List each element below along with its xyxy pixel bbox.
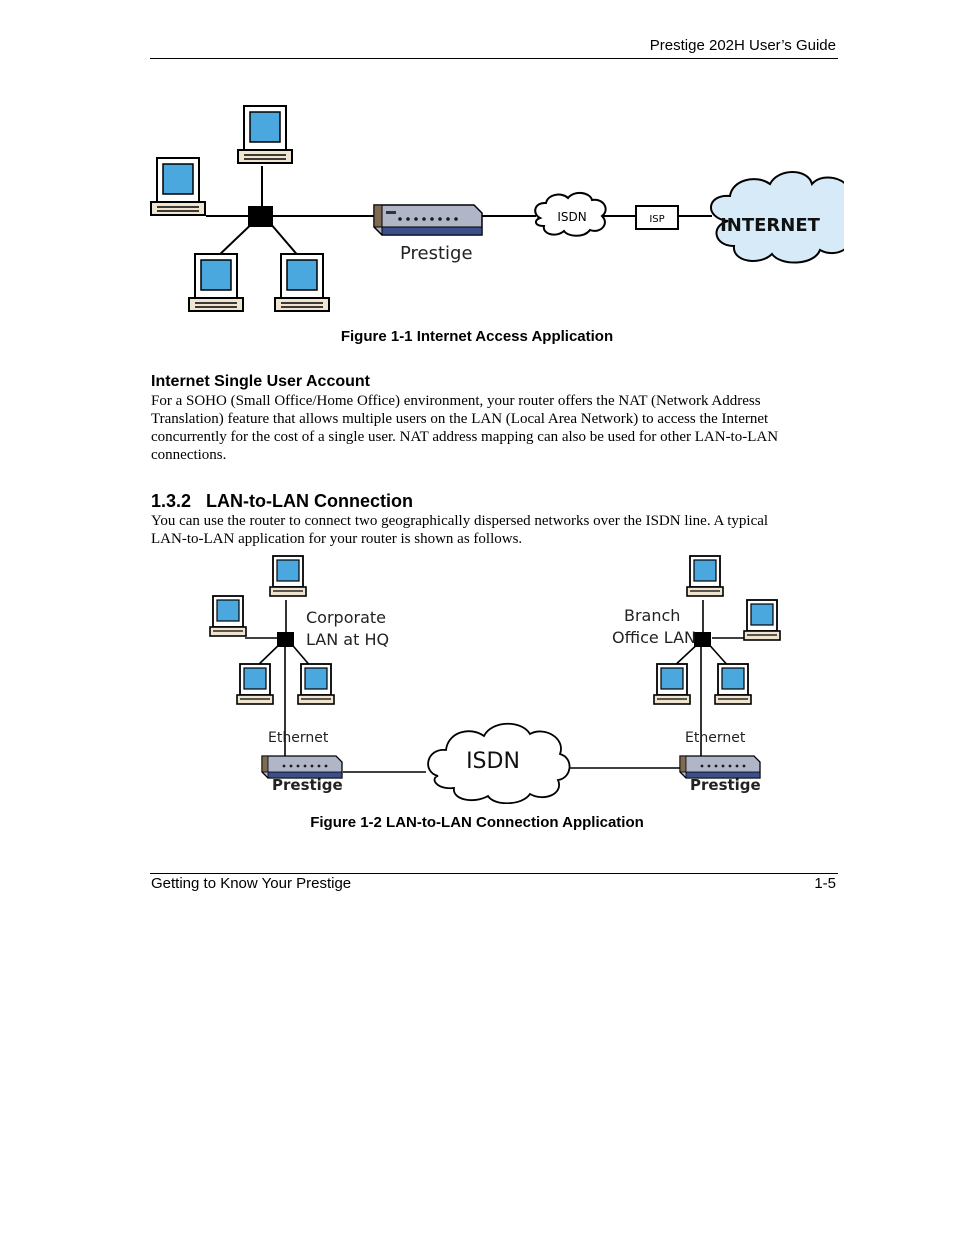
ethernet-label-left: Ethernet (268, 730, 329, 746)
running-header: Prestige 202H User’s Guide (649, 37, 836, 54)
paragraph-line: For a SOHO (Small Office/Home Office) en… (151, 393, 761, 409)
internet-access-diagram: Prestige ISDN ISP INTERNET (150, 105, 844, 312)
isdn-label: ISDN (466, 749, 520, 774)
computer-icon (209, 595, 247, 637)
router-icon (373, 204, 483, 236)
footer-page-number: 1-5 (814, 875, 836, 892)
computer-icon (237, 105, 293, 164)
computer-icon (269, 555, 307, 597)
footer-chapter-title: Getting to Know Your Prestige (151, 875, 352, 892)
header-rule (150, 58, 838, 59)
section-heading-single-user: Internet Single User Account (151, 373, 370, 390)
isp-box (635, 205, 679, 230)
paragraph-line: Translation) feature that allows multipl… (151, 411, 769, 427)
computer-icon (653, 663, 691, 705)
paragraph-line: You can use the router to connect two ge… (151, 513, 769, 529)
computer-icon (236, 663, 274, 705)
isdn-cloud-icon (427, 722, 571, 804)
footer-rule (150, 873, 838, 874)
ethernet-label-right: Ethernet (685, 730, 746, 746)
router-label-left: Prestige (272, 776, 343, 794)
hub-icon (694, 632, 711, 647)
right-lan-label-line1: Branch (624, 606, 680, 625)
figure-1-caption: Figure 1-1 Internet Access Application (340, 328, 614, 345)
computer-icon (297, 663, 335, 705)
computer-icon (686, 555, 724, 597)
left-lan-label-line1: Corporate (306, 608, 386, 627)
router-label-right: Prestige (690, 776, 761, 794)
internet-label: INTERNET (720, 215, 821, 236)
lan-to-lan-paragraph: You can use the router to connect two ge… (151, 512, 841, 548)
internet-cloud-icon (710, 171, 844, 264)
single-user-paragraph: For a SOHO (Small Office/Home Office) en… (151, 392, 841, 464)
lan-to-lan-diagram: Corporate LAN at HQ Branch Office LAN Et… (209, 555, 781, 804)
computer-icon (150, 157, 206, 216)
left-lan-label-line2: LAN at HQ (306, 630, 389, 649)
computer-icon (743, 599, 781, 641)
computer-icon (274, 253, 330, 312)
paragraph-line: concurrently for the cost of a single us… (151, 429, 779, 445)
computer-icon (188, 253, 244, 312)
computer-icon (714, 663, 752, 705)
paragraph-line: connections. (151, 447, 227, 463)
isp-label: ISP (649, 214, 664, 225)
hub-icon (248, 206, 273, 227)
section-heading-lan-to-lan: 1.3.2 LAN-to-LAN Connection (151, 491, 413, 511)
paragraph-line: LAN-to-LAN application for your router i… (151, 531, 523, 547)
router-icon (261, 755, 343, 779)
isdn-label: ISDN (557, 210, 586, 224)
right-lan-label-line2: Office LAN (612, 628, 696, 647)
isdn-cloud-icon (534, 192, 607, 237)
hub-icon (277, 632, 294, 647)
router-label: Prestige (400, 243, 473, 264)
router-icon (679, 755, 761, 779)
figure-2-caption: Figure 1-2 LAN-to-LAN Connection Applica… (310, 814, 644, 831)
